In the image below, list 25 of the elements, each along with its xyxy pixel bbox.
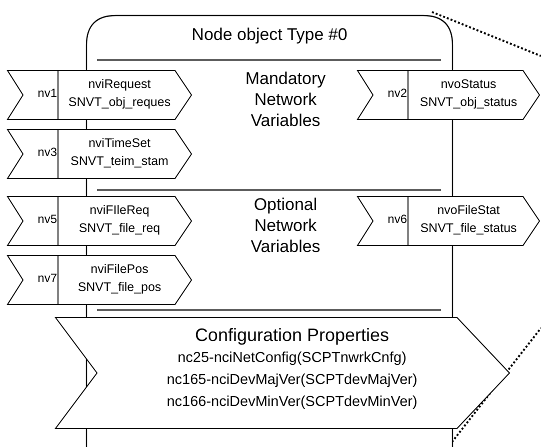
variable-number: nv7 bbox=[36, 271, 57, 285]
variable-number: nv5 bbox=[36, 212, 57, 226]
configuration-property: nc166-nciDevMinVer(SCPTdevMinVer) bbox=[166, 394, 418, 410]
variable-name: nviRequest bbox=[87, 77, 152, 91]
variable-type: SNVT_obj_reques bbox=[67, 95, 172, 109]
variable-type: SNVT_file_req bbox=[78, 221, 162, 235]
section-label: Optional Network Variables bbox=[250, 194, 322, 257]
variable-type: SNVT_teim_stam bbox=[70, 154, 170, 168]
variable-name: nviFilePos bbox=[90, 262, 150, 276]
variable-name: nviTimeSet bbox=[87, 136, 152, 150]
variable-number: nv1 bbox=[36, 86, 57, 100]
variable-type: SNVT_file_status bbox=[419, 221, 518, 235]
section-label: Mandatory Network Variables bbox=[244, 68, 327, 131]
variable-number: nv2 bbox=[386, 86, 407, 100]
variable-number: nv6 bbox=[386, 212, 407, 226]
variable-name: nvoFileStat bbox=[436, 203, 501, 217]
configuration-property: nc165-nciDevMajVer(SCPTdevMajVer) bbox=[166, 372, 418, 388]
object-title: Node object Type #0 bbox=[190, 25, 348, 45]
variable-number: nv3 bbox=[36, 145, 57, 159]
variable-type: SNVT_obj_status bbox=[418, 95, 518, 109]
configuration-property: nc25-nciNetConfig(SCPTnwrkCnfg) bbox=[176, 350, 408, 366]
variable-type: SNVT_file_pos bbox=[76, 280, 162, 294]
variable-name: nviFIleReq bbox=[88, 203, 150, 217]
variable-name: nvoStatus bbox=[440, 77, 498, 91]
section-heading: Configuration Properties bbox=[194, 325, 390, 346]
